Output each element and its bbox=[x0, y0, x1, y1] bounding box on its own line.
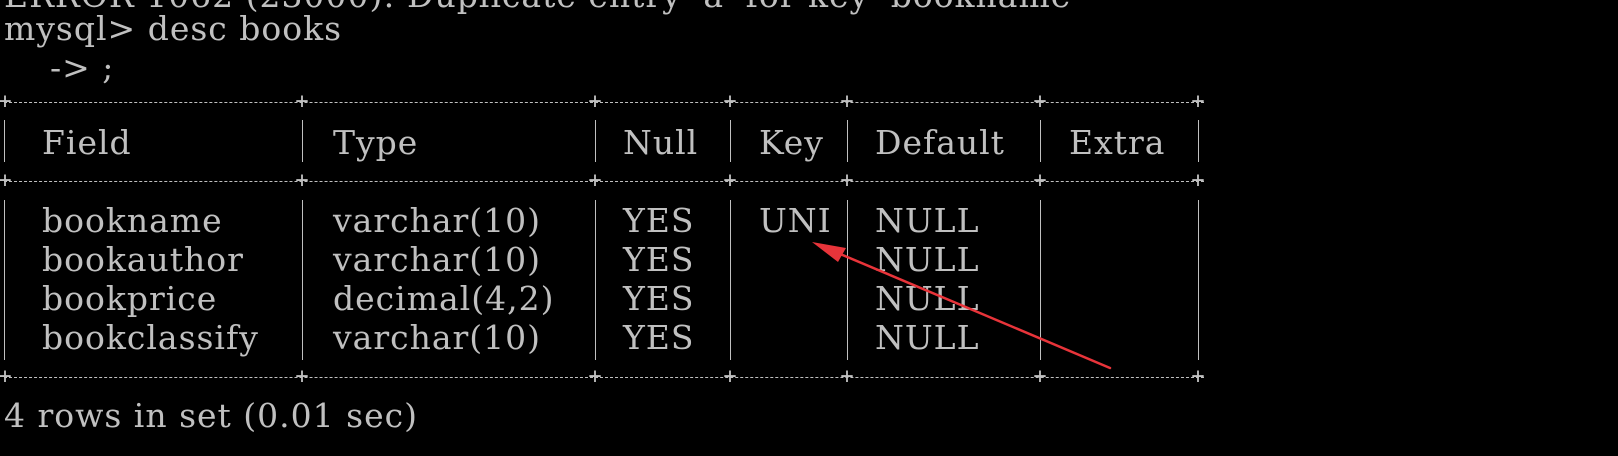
command-text: desc books bbox=[147, 9, 343, 48]
result-summary: 4 rows in set (0.01 sec) bbox=[4, 396, 418, 435]
table-col-border bbox=[1198, 200, 1199, 360]
header-extra: Extra bbox=[1069, 123, 1166, 162]
header-key: Key bbox=[759, 123, 824, 162]
cell-default: NULL bbox=[875, 201, 980, 240]
table-corner: + bbox=[723, 364, 737, 389]
continuation-line: -> ; bbox=[4, 48, 114, 87]
table-corner: + bbox=[840, 89, 854, 114]
table-corner: + bbox=[723, 168, 737, 193]
table-col-border bbox=[595, 120, 596, 162]
mysql-prompt: mysql> bbox=[4, 9, 137, 48]
continuation-text: ; bbox=[102, 48, 115, 87]
table-corner: + bbox=[0, 168, 12, 193]
table-corner: + bbox=[1033, 364, 1047, 389]
table-col-border bbox=[730, 120, 731, 162]
command-line: mysql> desc books bbox=[4, 9, 342, 48]
table-border-header bbox=[4, 181, 1204, 182]
table-corner: + bbox=[723, 89, 737, 114]
table-corner: + bbox=[1191, 89, 1205, 114]
table-corner: + bbox=[840, 168, 854, 193]
table-col-border bbox=[730, 200, 731, 360]
cell-default: NULL bbox=[875, 279, 980, 318]
cell-null: YES bbox=[623, 279, 695, 318]
cell-field: bookprice bbox=[42, 279, 218, 318]
header-field: Field bbox=[42, 123, 132, 162]
cell-key: UNI bbox=[759, 201, 832, 240]
table-corner: + bbox=[588, 89, 602, 114]
table-corner: + bbox=[1191, 168, 1205, 193]
table-col-border bbox=[595, 200, 596, 360]
cell-null: YES bbox=[623, 318, 695, 357]
cell-field: bookclassify bbox=[42, 318, 259, 357]
table-border-top bbox=[4, 102, 1204, 103]
table-border-bottom bbox=[4, 377, 1204, 378]
table-col-border bbox=[1040, 120, 1041, 162]
cell-null: YES bbox=[623, 201, 695, 240]
continuation-prompt: -> bbox=[49, 48, 91, 87]
table-corner: + bbox=[588, 168, 602, 193]
table-col-border bbox=[1198, 120, 1199, 162]
cell-default: NULL bbox=[875, 240, 980, 279]
header-null: Null bbox=[623, 123, 699, 162]
cell-type: decimal(4,2) bbox=[333, 279, 555, 318]
cell-field: bookauthor bbox=[42, 240, 244, 279]
table-corner: + bbox=[1191, 364, 1205, 389]
clipped-error-line: ERROR 1062 (23000): Duplicate entry 'a' … bbox=[4, 0, 1081, 15]
cell-default: NULL bbox=[875, 318, 980, 357]
cell-field: bookname bbox=[42, 201, 223, 240]
cell-null: YES bbox=[623, 240, 695, 279]
table-corner: + bbox=[0, 89, 12, 114]
table-corner: + bbox=[0, 364, 12, 389]
table-col-border bbox=[847, 120, 848, 162]
table-col-border bbox=[4, 120, 5, 162]
header-default: Default bbox=[875, 123, 1005, 162]
table-col-border bbox=[302, 200, 303, 360]
table-col-border bbox=[847, 200, 848, 360]
header-type: Type bbox=[333, 123, 419, 162]
cell-type: varchar(10) bbox=[333, 240, 542, 279]
table-col-border bbox=[1040, 200, 1041, 360]
result-table: + + + + + + + + + + + + + + + + + + + + … bbox=[0, 88, 1205, 389]
table-corner: + bbox=[295, 89, 309, 114]
table-corner: + bbox=[1033, 89, 1047, 114]
table-corner: + bbox=[1033, 168, 1047, 193]
cell-type: varchar(10) bbox=[333, 201, 542, 240]
table-corner: + bbox=[840, 364, 854, 389]
table-corner: + bbox=[588, 364, 602, 389]
table-col-border bbox=[4, 200, 5, 360]
table-corner: + bbox=[295, 168, 309, 193]
table-corner: + bbox=[295, 364, 309, 389]
cell-type: varchar(10) bbox=[333, 318, 542, 357]
table-col-border bbox=[302, 120, 303, 162]
